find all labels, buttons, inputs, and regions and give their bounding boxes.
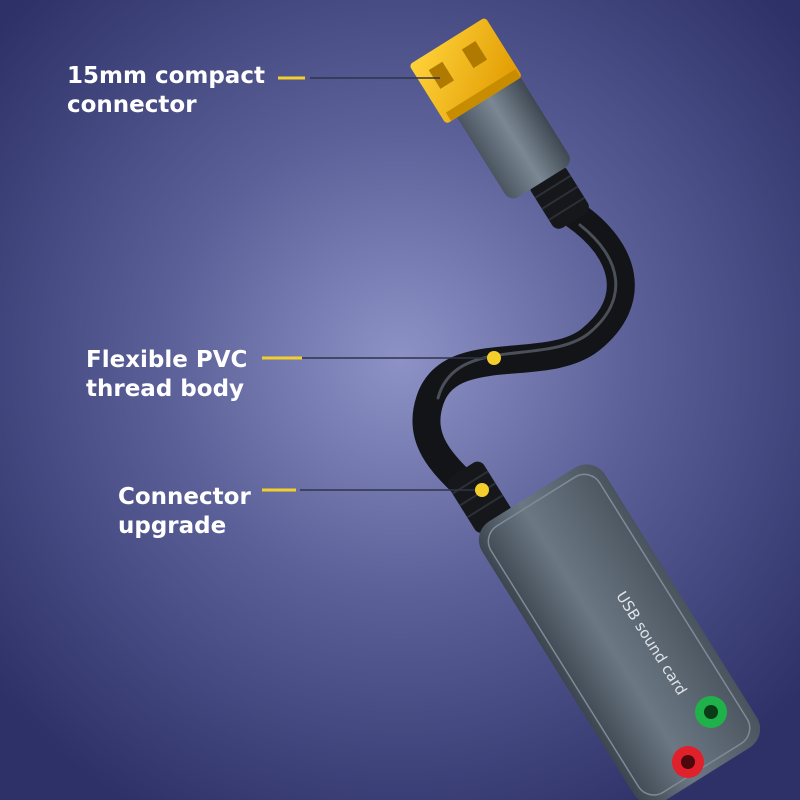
callout-label-line: upgrade — [118, 513, 227, 539]
sound-card-housing: USB sound card — [478, 464, 761, 800]
callout-label-line: thread body — [86, 376, 245, 402]
callout-label-connector-upgrade: Connector upgrade — [118, 483, 251, 541]
jack-green-icon — [695, 696, 727, 728]
cable-highlight — [436, 223, 618, 400]
callout-label-line: 15mm compact — [67, 63, 265, 89]
callout-dot-2 — [487, 351, 501, 365]
callout-label-line: Connector — [118, 484, 251, 510]
housing-strain-relief — [447, 461, 512, 534]
callout-label-line: Flexible PVC — [86, 347, 248, 373]
jack-red-icon — [672, 746, 704, 778]
callout-dot-3 — [475, 483, 489, 497]
callout-label-flexible-pvc: Flexible PVC thread body — [86, 346, 247, 404]
callout-label-line: connector — [67, 92, 197, 118]
usb-strain-relief — [530, 165, 589, 229]
usb-plug — [410, 18, 570, 199]
pvc-cable — [412, 201, 635, 514]
callout-label-compact-connector: 15mm compact connector — [67, 62, 265, 120]
